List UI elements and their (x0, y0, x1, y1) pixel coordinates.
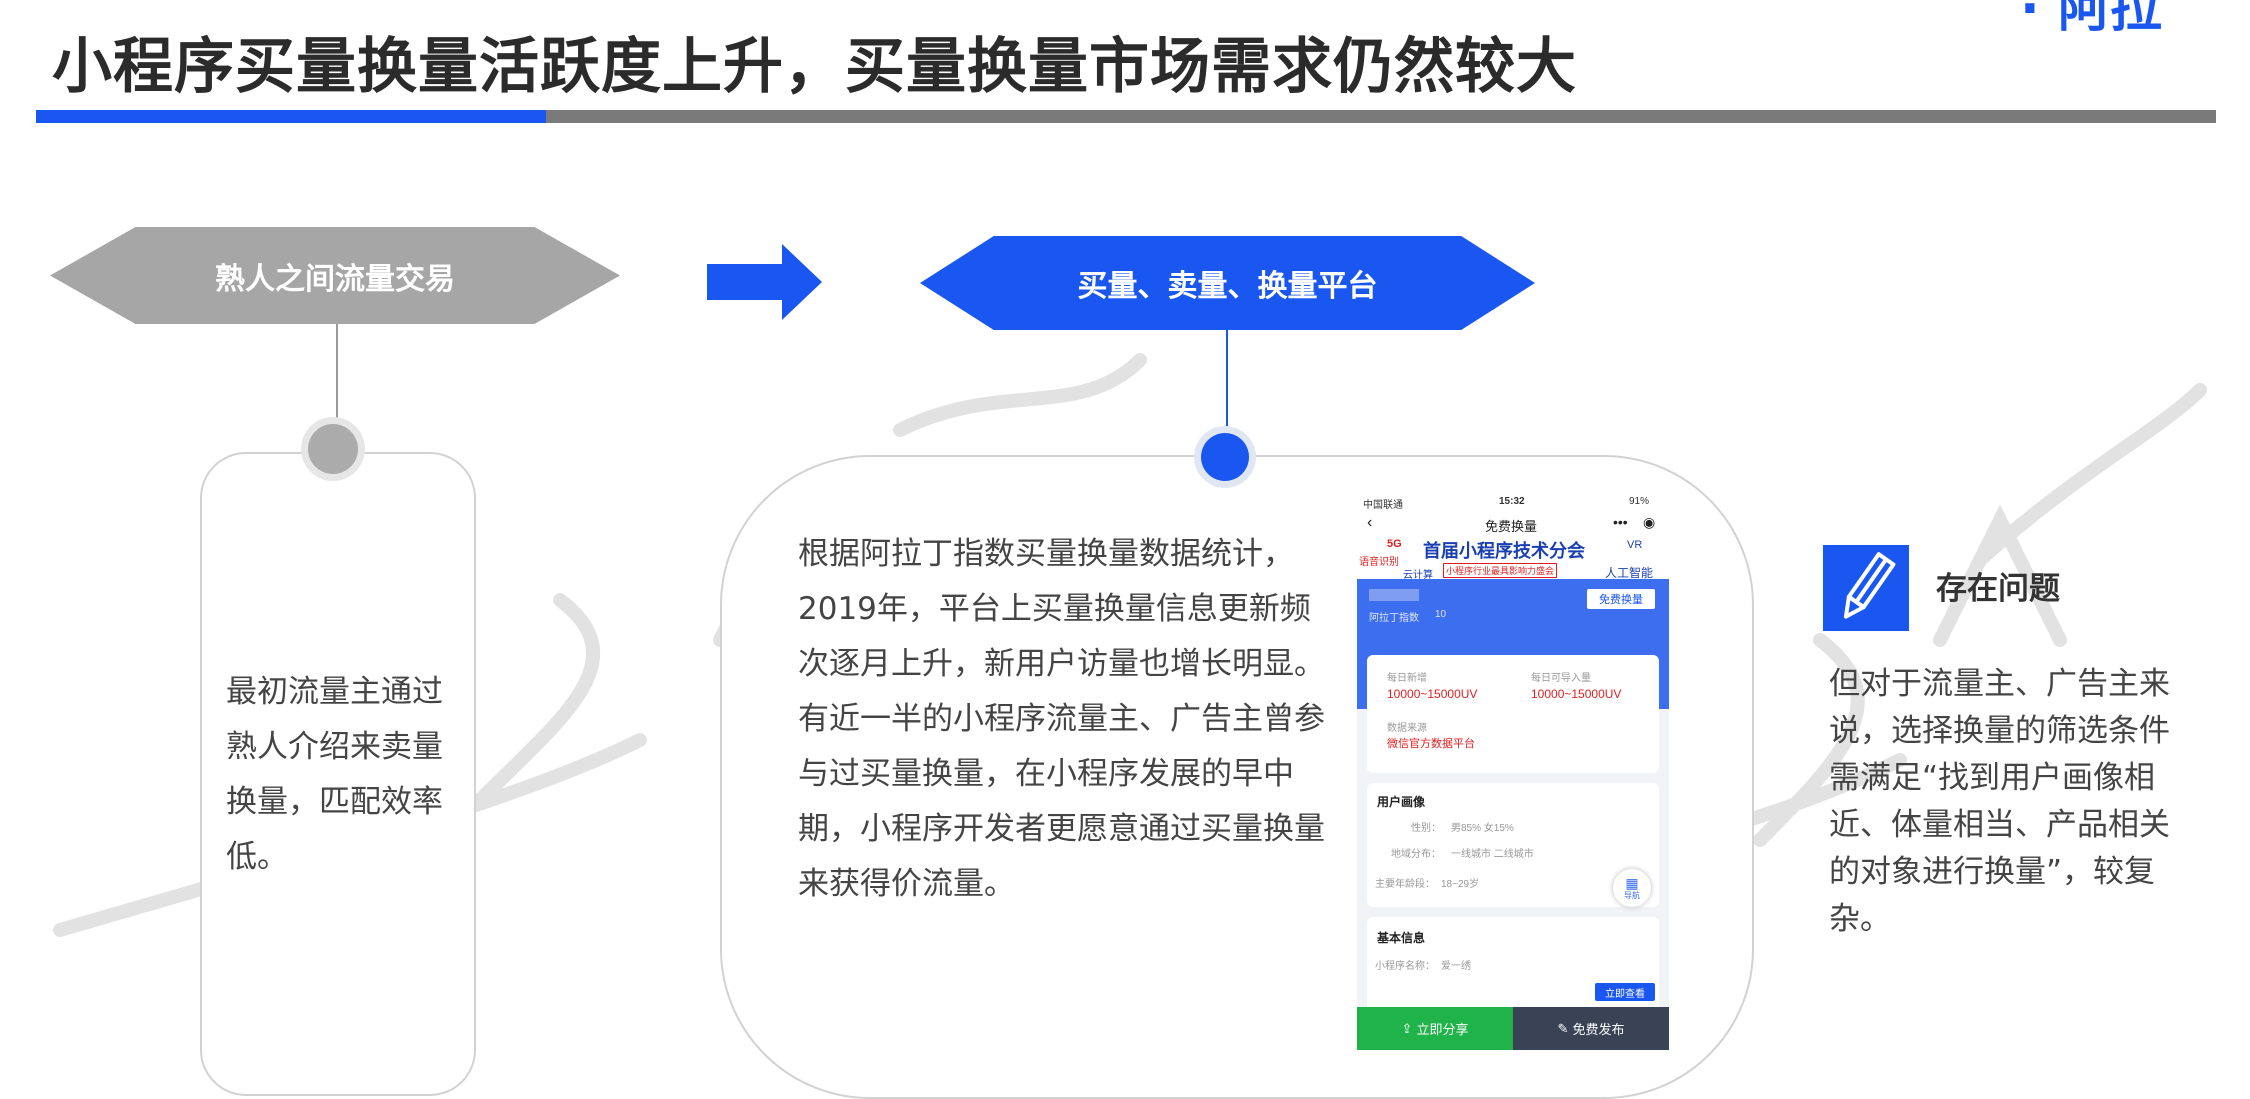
clock: 15:32 (1499, 496, 1525, 507)
phone-status-bar: 中国联通 15:32 91% (1357, 493, 1669, 511)
edit-icon: ✎ (1557, 1020, 1569, 1036)
connector-dot (1201, 433, 1249, 481)
share-button-label: 立即分享 (1416, 1022, 1469, 1037)
corner-logo: · 阿拉 (2020, 0, 2162, 39)
stat-value: 10000~15000UV (1531, 687, 1622, 701)
connector-dot (308, 424, 358, 474)
carrier: 中国联通 (1363, 500, 1403, 511)
stat-value: 微信官方数据平台 (1387, 738, 1475, 750)
stage-label-text: 买量、卖量、换量平台 (1077, 269, 1378, 304)
field-label: 性别： (1411, 823, 1441, 834)
field-value: 18~29岁 (1441, 879, 1480, 890)
connector-line (1226, 330, 1228, 430)
problem-title: 存在问题 (1936, 571, 2060, 607)
view-button[interactable]: 立即查看 (1595, 983, 1655, 1001)
stage-label-acquaintance: 熟人之间流量交易 (50, 227, 620, 324)
stat-label: 每日新增 (1387, 673, 1427, 684)
field-label: 小程序名称： (1375, 961, 1435, 972)
close-circle-icon[interactable]: ◉ (1643, 514, 1656, 530)
right-arrow-icon (707, 244, 822, 320)
index-value: 10 (1435, 609, 1447, 620)
free-swap-button[interactable]: 免费换量 (1587, 589, 1655, 609)
phone-nav-bar: ‹ 免费换量 ••• ◉ (1357, 511, 1669, 537)
page-title: 小程序买量换量活跃度上升，买量换量市场需求仍然较大 (52, 32, 1577, 102)
section-title: 用户画像 (1377, 795, 1426, 809)
section-title: 基本信息 (1377, 931, 1426, 945)
nav-float-button[interactable]: ▦ 导航 (1613, 869, 1651, 907)
banner-title: 首届小程序技术分会 (1423, 541, 1585, 561)
ad-banner[interactable]: 5G 首届小程序技术分会 语音识别 VR 云计算 小程序行业最具影响力盛会 人工… (1357, 537, 1669, 581)
field-value: 男85% 女15% (1451, 823, 1514, 834)
battery: 91% (1629, 496, 1650, 507)
field-value: 一线城市 二线城市 (1451, 849, 1534, 860)
stat-label: 数据来源 (1387, 723, 1427, 734)
grid-icon: ▦ (1625, 874, 1639, 891)
stage-label-platform: 买量、卖量、换量平台 (920, 236, 1535, 330)
banner-tag: 云计算 (1403, 570, 1433, 581)
phone-screenshot: 中国联通 15:32 91% ‹ 免费换量 ••• ◉ 5G 首届小程序技术分会… (1357, 493, 1669, 1050)
pencil-icon (1823, 545, 1909, 631)
banner-tag: 语音识别 (1359, 557, 1399, 568)
banner-tag: 5G (1387, 538, 1402, 550)
share-icon: ⇪ (1401, 1020, 1413, 1036)
share-button[interactable]: ⇪ 立即分享 (1357, 1007, 1513, 1050)
publish-button[interactable]: ✎ 免费发布 (1513, 1007, 1669, 1050)
index-label: 阿拉丁指数 (1369, 613, 1419, 624)
stats-card: 每日新增 10000~15000UV 每日可导入量 10000~15000UV … (1367, 655, 1659, 773)
publish-button-label: 免费发布 (1572, 1022, 1625, 1037)
stat-value: 10000~15000UV (1387, 687, 1478, 701)
field-label: 主要年龄段： (1375, 879, 1435, 890)
nav-float-label: 导航 (1624, 890, 1640, 900)
back-icon[interactable]: ‹ (1367, 514, 1373, 531)
banner-subtitle: 小程序行业最具影响力盛会 (1443, 563, 1558, 578)
profile-card: 用户画像 性别： 男85% 女15% 地域分布： 一线城市 二线城市 主要年龄段… (1367, 783, 1659, 907)
stat-label: 每日可导入量 (1531, 673, 1591, 684)
field-label: 地域分布： (1391, 849, 1441, 860)
blurred-name (1369, 589, 1419, 601)
field-value: 爱一绣 (1441, 961, 1471, 972)
nav-title: 免费换量 (1485, 519, 1538, 534)
title-rule (36, 110, 2216, 123)
middle-panel-text: 根据阿拉丁指数买量换量数据统计，2019年，平台上买量换量信息更新频次逐月上升，… (798, 536, 1325, 902)
title-rule-accent (36, 110, 546, 123)
banner-tag: 人工智能 (1605, 566, 1654, 580)
more-icon[interactable]: ••• (1613, 514, 1628, 530)
problem-text: 但对于流量主、广告主来说，选择换量的筛选条件需满足“找到用户画像相近、体量相当、… (1829, 666, 2170, 937)
left-panel-text: 最初流量主通过熟人介绍来卖量换量，匹配效率低。 (226, 674, 443, 875)
stage-label-text: 熟人之间流量交易 (215, 261, 455, 297)
banner-tag: VR (1627, 539, 1643, 551)
basic-info-card: 基本信息 小程序名称： 爱一绣 立即查看 (1367, 917, 1659, 1017)
connector-line (336, 324, 338, 424)
